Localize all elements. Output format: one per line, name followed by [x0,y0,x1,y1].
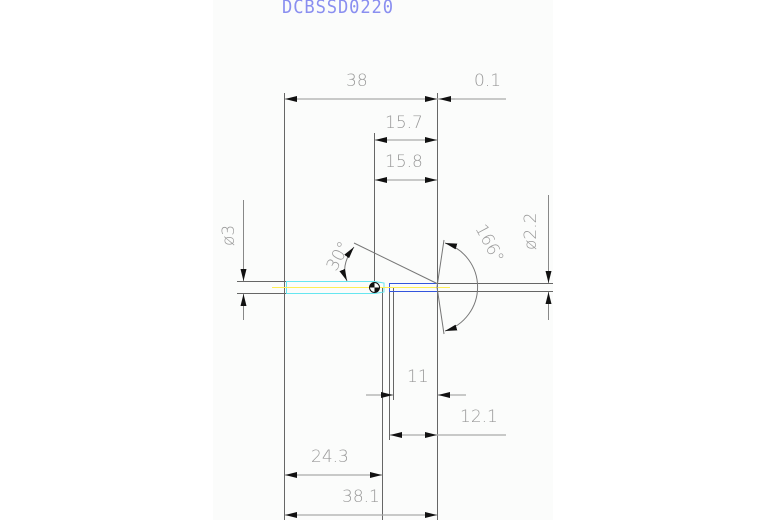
dim-text-30: 30° [323,238,355,274]
dim-text-166: 166° [471,221,508,267]
dim-text-15.8: 15.8 [385,152,423,172]
dim-text-15.7: 15.7 [385,113,423,133]
dim-text-38.1: 38.1 [342,487,380,507]
dim-text-d2.2: ø2.2 [521,213,541,250]
extension-lines [284,93,438,520]
point-edge-top [436,239,445,288]
dim-text-38: 38 [346,71,368,91]
point-edge-bottom [436,286,445,335]
dim-text-d3: ø3 [219,225,239,246]
angle-arc-166 [444,242,478,332]
dim-text-12.1: 12.1 [460,407,498,427]
dim-text-11: 11 [407,367,429,387]
dim-text-24.3: 24.3 [311,447,349,467]
part-number-title: DCBSSD0220 [282,0,394,18]
dim-text-0.1: 0.1 [474,71,501,91]
chamfer-line [353,242,439,285]
angle-arc-30 [339,246,355,282]
